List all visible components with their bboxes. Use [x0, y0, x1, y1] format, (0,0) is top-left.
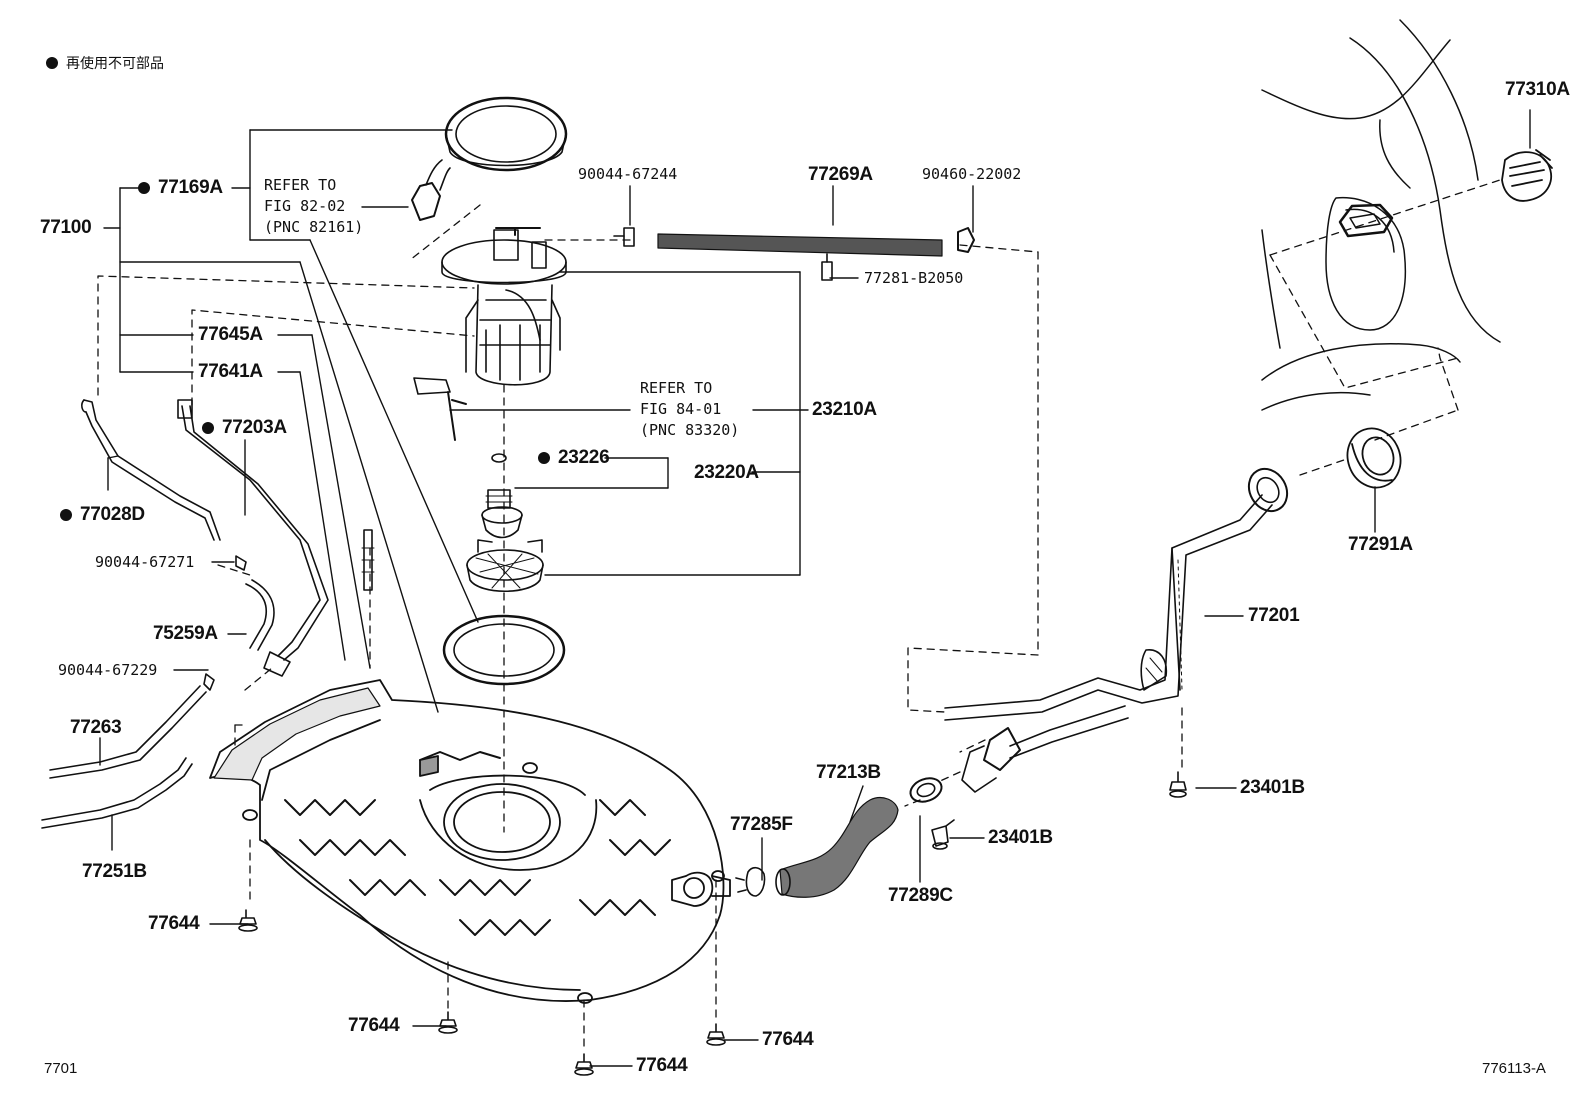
filler-pipe: [944, 467, 1289, 793]
filler-grommet: [1346, 427, 1402, 489]
part-label-77251B[interactable]: 77251B: [82, 861, 147, 882]
refer-fig82-line1: REFER TO: [264, 176, 337, 194]
part-label-23226-text: 23226: [558, 447, 610, 468]
part-label-23226[interactable]: 23226: [538, 447, 610, 468]
bolt-77644-b: [438, 1011, 458, 1034]
refer-fig84-line3: (PNC 83320): [640, 421, 740, 439]
fuel-pump-assembly: [411, 96, 568, 686]
refer-fig-84-01[interactable]: REFER TO FIG 84-01 (PNC 83320): [640, 378, 739, 441]
part-label-77028D-text: 77028D: [80, 504, 145, 525]
part-label-77028D[interactable]: 77028D: [60, 505, 145, 525]
part-label-77203A-text: 77203A: [222, 417, 287, 438]
part-label-77645A[interactable]: 77645A: [198, 324, 263, 345]
part-label-90460-22002[interactable]: 90460-22002: [922, 165, 1022, 183]
part-label-77100[interactable]: 77100: [40, 217, 92, 238]
part-label-77263[interactable]: 77263: [70, 717, 122, 738]
part-label-77644-left[interactable]: 77644: [148, 913, 200, 934]
part-label-77291A[interactable]: 77291A: [1348, 534, 1413, 555]
legend-text: 再使用不可部品: [66, 56, 164, 72]
non-reusable-dot-icon: [138, 182, 150, 194]
refer-fig82-line2: FIG 82-02: [264, 197, 346, 215]
part-label-77269A[interactable]: 77269A: [808, 164, 873, 185]
part-label-77644-bottom[interactable]: 77644: [636, 1055, 688, 1076]
bolt-77644-c: [574, 1053, 594, 1076]
bolts: [238, 771, 1187, 1076]
fuel-tank: [209, 679, 731, 1004]
illustration-id: 776113-A: [1482, 1060, 1546, 1077]
part-label-90044-67271[interactable]: 90044-67271: [95, 553, 195, 571]
non-reusable-dot-icon: [538, 452, 550, 464]
part-label-77213B[interactable]: 77213B: [816, 762, 881, 783]
part-label-23401B-lower[interactable]: 23401B: [988, 827, 1053, 848]
bolt-77644-a: [238, 909, 258, 932]
evap-hose-parts: [613, 227, 975, 281]
refer-fig82-line3: (PNC 82161): [264, 218, 364, 236]
fuel-cap: [1501, 149, 1553, 202]
non-reusable-dot-icon: [202, 422, 214, 434]
part-label-23401B-upper[interactable]: 23401B: [1240, 777, 1305, 798]
part-label-77310A[interactable]: 77310A: [1505, 79, 1570, 100]
part-label-77169A-text: 77169A: [158, 177, 223, 198]
legend: 再使用不可部品: [46, 53, 164, 73]
part-label-77644-bottom-left[interactable]: 77644: [348, 1015, 400, 1036]
refer-fig84-line2: FIG 84-01: [640, 400, 722, 418]
bolt-23401B-a: [1169, 771, 1187, 798]
bolt-77644-d: [706, 1023, 726, 1046]
part-label-23220A[interactable]: 23220A: [694, 462, 759, 483]
part-label-90044-67244[interactable]: 90044-67244: [578, 165, 678, 183]
non-reusable-dot-icon: [60, 509, 72, 521]
fuel-lines-left: [41, 399, 375, 829]
part-label-77203A[interactable]: 77203A: [202, 418, 287, 438]
part-label-77641A[interactable]: 77641A: [198, 361, 263, 382]
part-label-75259A[interactable]: 75259A: [153, 623, 218, 644]
refer-fig84-line1: REFER TO: [640, 379, 713, 397]
part-label-77644-right[interactable]: 77644: [762, 1029, 814, 1050]
figure-number: 7701: [44, 1060, 78, 1077]
part-label-77289C[interactable]: 77289C: [888, 885, 953, 906]
part-label-77169A[interactable]: 77169A: [138, 178, 223, 198]
leader-lines: [99, 109, 1531, 1067]
part-label-23210A[interactable]: 23210A: [812, 399, 877, 420]
part-label-77285F[interactable]: 77285F: [730, 814, 793, 835]
part-label-77281-B2050[interactable]: 77281-B2050: [864, 269, 964, 287]
part-label-90044-67229[interactable]: 90044-67229: [58, 661, 158, 679]
non-reusable-dot-icon: [46, 57, 58, 69]
refer-fig-82-02[interactable]: REFER TO FIG 82-02 (PNC 82161): [264, 175, 363, 238]
vehicle-body-outline: [1261, 19, 1501, 411]
bolt-23401B-b: [931, 819, 955, 850]
part-label-77201[interactable]: 77201: [1248, 605, 1300, 626]
filler-hose: [735, 777, 943, 898]
